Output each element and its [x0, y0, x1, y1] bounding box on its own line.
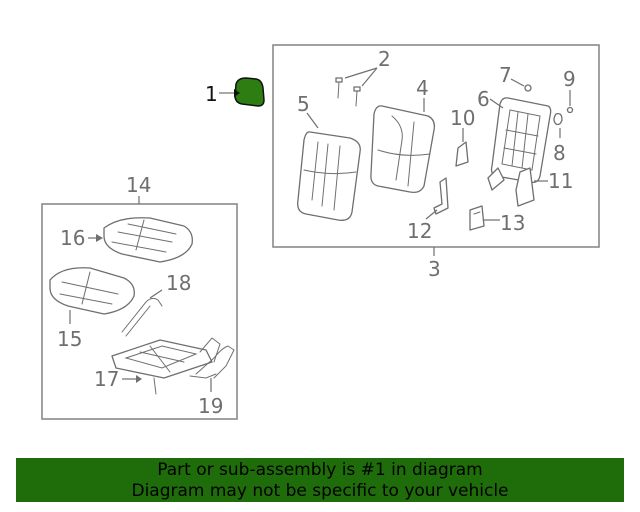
callout-18: 18: [166, 271, 191, 295]
leader-12: [425, 209, 438, 220]
callout-2: 2: [378, 47, 391, 71]
callout-1: 1: [205, 82, 218, 106]
callout-10: 10: [450, 106, 475, 130]
seat-back-cover-part-5: [297, 131, 361, 221]
callout-12: 12: [407, 219, 432, 243]
arrow-1: [234, 89, 240, 97]
rail-bracket-part-19: [189, 345, 235, 379]
seat-cushion-pad-part-15: [49, 267, 135, 315]
callout-16: 16: [60, 226, 85, 250]
arrow-16: [96, 234, 103, 242]
callout-5: 5: [297, 92, 310, 116]
recliner-cover-part-11: [515, 167, 535, 207]
callout-13: 13: [500, 211, 525, 235]
leader-2a: [344, 67, 378, 79]
screw-part-9: [566, 106, 574, 114]
leader-18: [149, 289, 163, 299]
seat-cushion-cover-part-16: [103, 217, 193, 263]
grommet-part-8: [553, 112, 563, 126]
cushion-frame-part-17: [111, 337, 221, 395]
callout-3: 3: [428, 257, 441, 281]
callout-6: 6: [477, 87, 490, 111]
callout-15: 15: [57, 327, 82, 351]
callout-11: 11: [548, 169, 573, 193]
headrest-guide-pins-part-2: [335, 77, 361, 107]
callout-19: 19: [198, 394, 223, 418]
callout-17: 17: [94, 367, 119, 391]
leader-5: [306, 112, 319, 129]
clip-part-7: [524, 84, 532, 92]
banner-line-1: Part or sub-assembly is #1 in diagram: [157, 460, 483, 480]
bracket-part-12: [433, 177, 449, 215]
callout-14: 14: [126, 173, 151, 197]
headrest-part-1[interactable]: [234, 77, 265, 107]
seat-back-frame-part-6: [487, 97, 552, 191]
banner-line-2: Diagram may not be specific to your vehi…: [131, 481, 509, 501]
arrow-17: [136, 375, 142, 383]
bracket-part-10: [455, 141, 469, 167]
callout-4: 4: [416, 76, 429, 100]
leader-7: [510, 78, 525, 87]
seat-back-assembly-box: [272, 44, 600, 248]
leader-6: [489, 98, 504, 109]
callout-7: 7: [499, 63, 512, 87]
leader-2b: [361, 67, 378, 87]
callout-8: 8: [553, 141, 566, 165]
wire-part-18: [121, 297, 163, 337]
seat-back-pad-part-4: [370, 105, 436, 194]
callout-9: 9: [563, 67, 576, 91]
latch-bracket-part-13: [469, 205, 485, 231]
info-banner: Part or sub-assembly is #1 in diagram Di…: [16, 458, 624, 502]
